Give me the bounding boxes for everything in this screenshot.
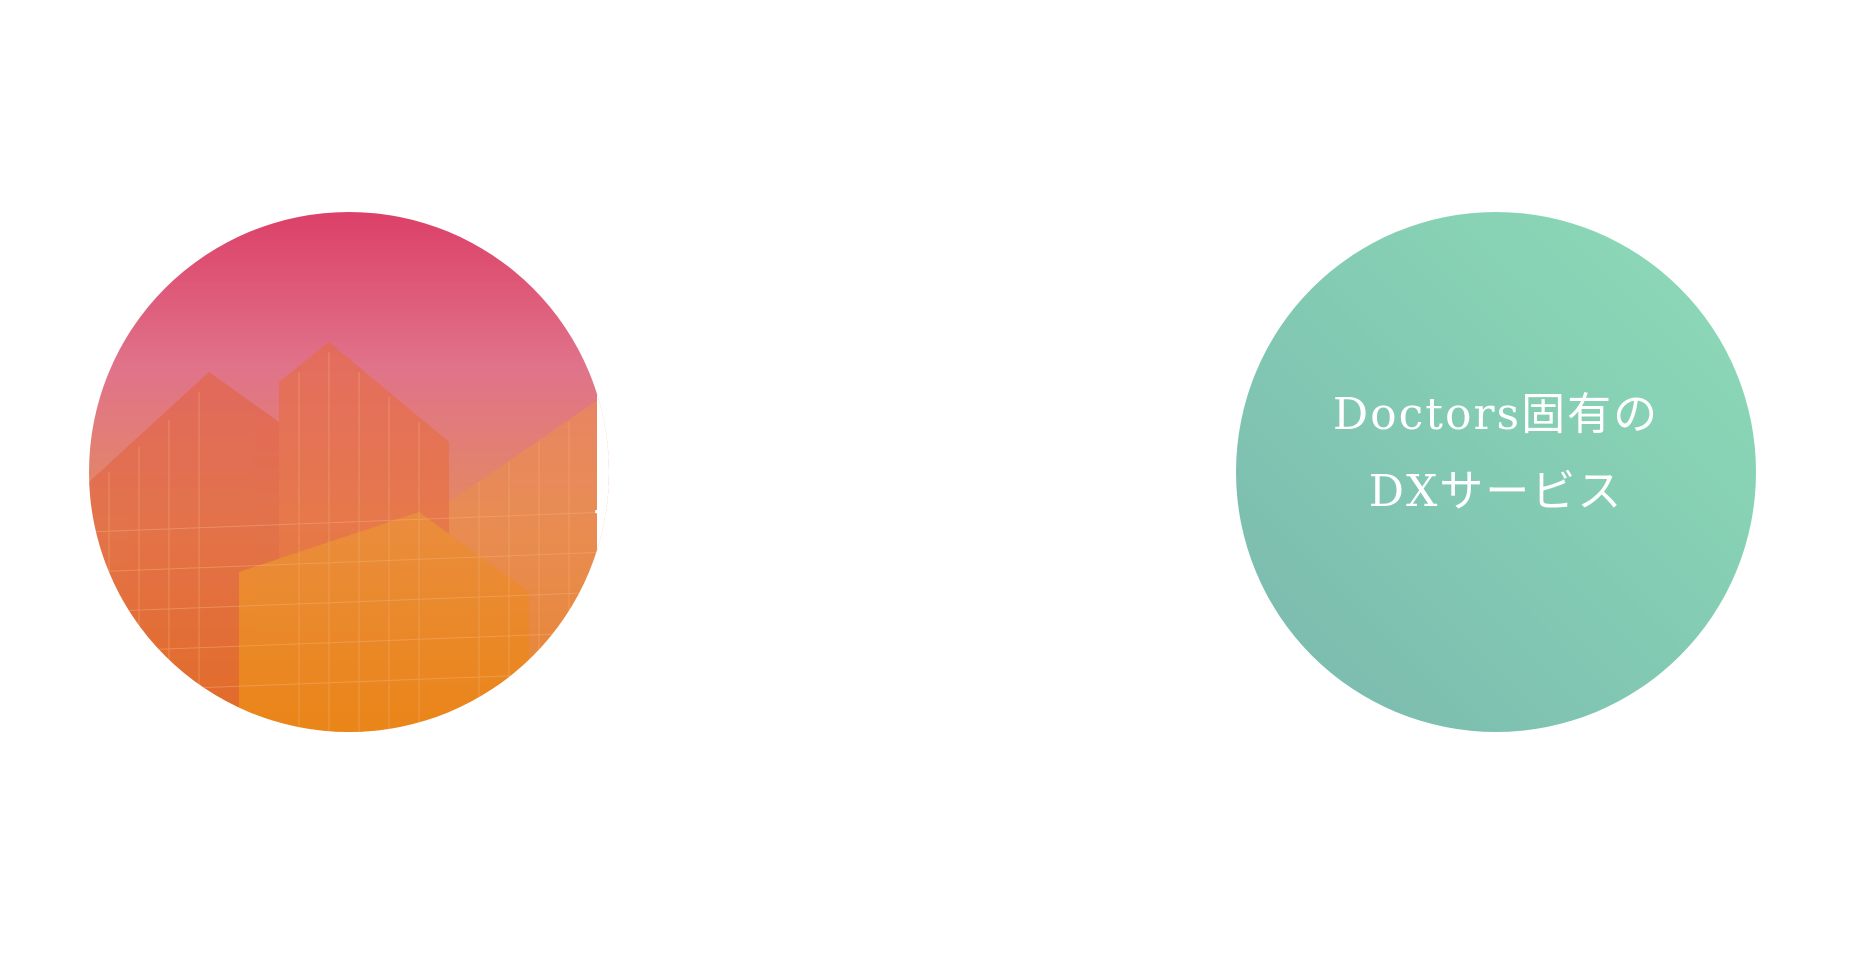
image-edge-mask [597, 212, 609, 732]
dx-service-circle[interactable]: Doctors固有の DXサービス [1236, 212, 1756, 732]
dx-service-title-line1: Doctors固有の [1332, 389, 1660, 440]
dx-service-title-line2: DXサービス [1368, 466, 1624, 517]
partial-heading-text: < [592, 494, 609, 529]
building-photo [89, 342, 609, 732]
dx-service-title: Doctors固有の DXサービス [1333, 376, 1659, 530]
building-image-circle[interactable]: < [89, 212, 609, 732]
